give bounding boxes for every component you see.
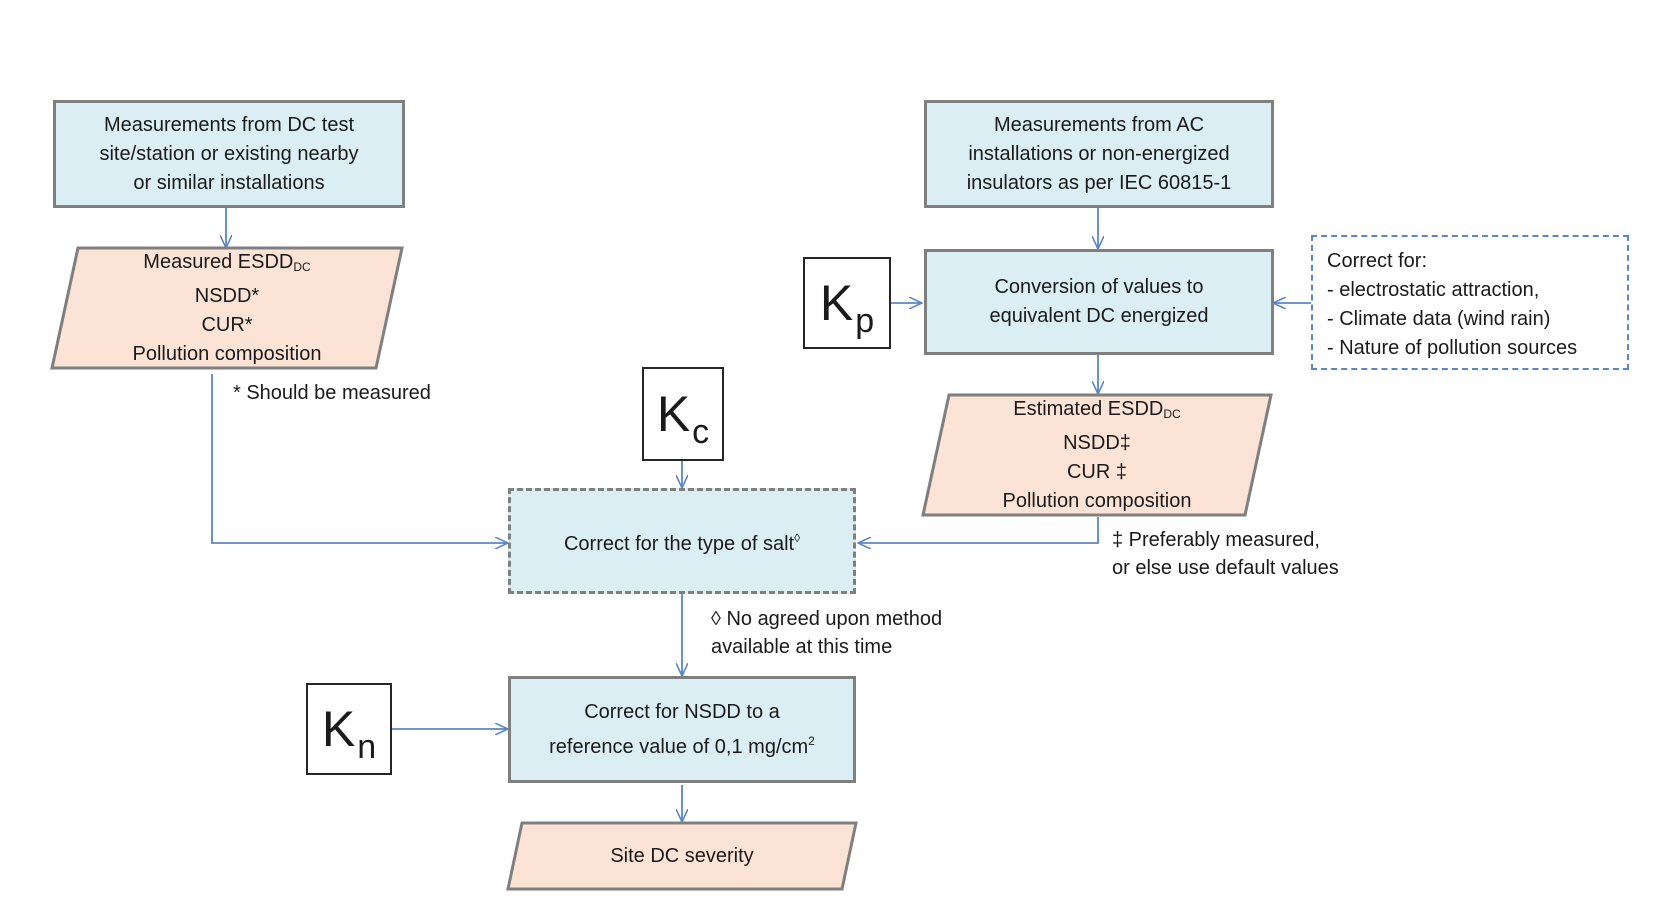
dc-measurements-box: Measurements from DC test site/station o… [53, 100, 405, 208]
site-severity-parallelogram: Site DC severity [506, 821, 858, 891]
site-severity-shape [506, 821, 858, 891]
conversion-line-1: Conversion of values to [994, 276, 1204, 298]
dc-measurements-line-3: or similar installations [133, 171, 325, 194]
correct-for-item-2: - Climate data (wind rain) [1327, 308, 1551, 330]
correct-for-item-3: - Nature of pollution sources [1327, 337, 1578, 359]
conversion-box: Conversion of values to equivalent DC en… [924, 249, 1274, 355]
ac-measurements-line-3: insulators as per IEC 60815-1 [966, 171, 1232, 194]
estimated-esdd-line: Estimated ESDDDC [1013, 397, 1181, 421]
kp-subscript: p [855, 302, 875, 340]
nsdd-correction-line-2: reference value of 0,1 mg/cm2 [549, 733, 815, 758]
arrow-estimated-to-salt [858, 517, 1099, 543]
conversion-line-2: equivalent DC energized [989, 305, 1209, 327]
measured-esdd-line: Measured ESDDDC [143, 250, 311, 274]
nsdd-correction-line-1: Correct for NSDD to a [584, 700, 780, 723]
ac-measurements-box: Measurements from AC installations or no… [924, 100, 1274, 208]
note-no-agreed-method: ◊ No agreed upon method available at thi… [711, 605, 942, 661]
kn-letter: K [321, 701, 356, 757]
estimated-data-parallelogram: Estimated ESDDDC NSDD‡ CUR ‡ Pollution c… [921, 393, 1273, 517]
note-preferably-line-2: or else use default values [1112, 557, 1339, 579]
kp-letter: K [819, 275, 854, 331]
note-preferably-line-1: ‡ Preferably measured, [1112, 529, 1320, 551]
nsdd-correction-box: Correct for NSDD to a reference value of… [508, 676, 856, 783]
correct-for-box: Correct for: - electrostatic attraction,… [1311, 235, 1629, 370]
salt-correction-text: Correct for the type of salt◊ [563, 530, 801, 555]
estimated-nsdd: NSDD‡ [1063, 431, 1131, 454]
ac-measurements-line-1: Measurements from AC [993, 113, 1205, 136]
kc-letter: K [656, 386, 691, 442]
correct-for-title: Correct for: [1327, 250, 1428, 272]
ac-measurements-line-2: installations or non-energized [968, 142, 1230, 165]
note-no-method-line-1: ◊ No agreed upon method [711, 608, 943, 630]
dc-measurements-line-2: site/station or existing nearby [99, 142, 359, 165]
arrow-measured-to-salt [211, 374, 508, 543]
estimated-cur: CUR ‡ [1066, 460, 1127, 483]
site-severity-text: Site DC severity [610, 844, 754, 867]
measured-nsdd: NSDD* [194, 284, 260, 307]
estimated-composition: Pollution composition [1002, 489, 1192, 512]
note-no-method-line-2: available at this time [711, 636, 893, 658]
estimated-data-shape [921, 393, 1273, 517]
salt-correction-box: Correct for the type of salt◊ [508, 488, 856, 594]
correct-for-item-1: - electrostatic attraction, [1327, 279, 1540, 301]
measured-cur: CUR* [201, 313, 253, 336]
kc-subscript: c [692, 413, 710, 451]
kn-subscript: n [357, 728, 377, 766]
measured-data-shape [50, 246, 404, 370]
note-should-be-measured: * Should be measured [233, 382, 431, 404]
note-preferably-measured: ‡ Preferably measured, or else use defau… [1112, 526, 1339, 582]
measured-composition: Pollution composition [132, 342, 322, 365]
measured-data-parallelogram: Measured ESDDDC NSDD* CUR* Pollution com… [50, 246, 404, 370]
dc-measurements-line-1: Measurements from DC test [103, 113, 355, 136]
